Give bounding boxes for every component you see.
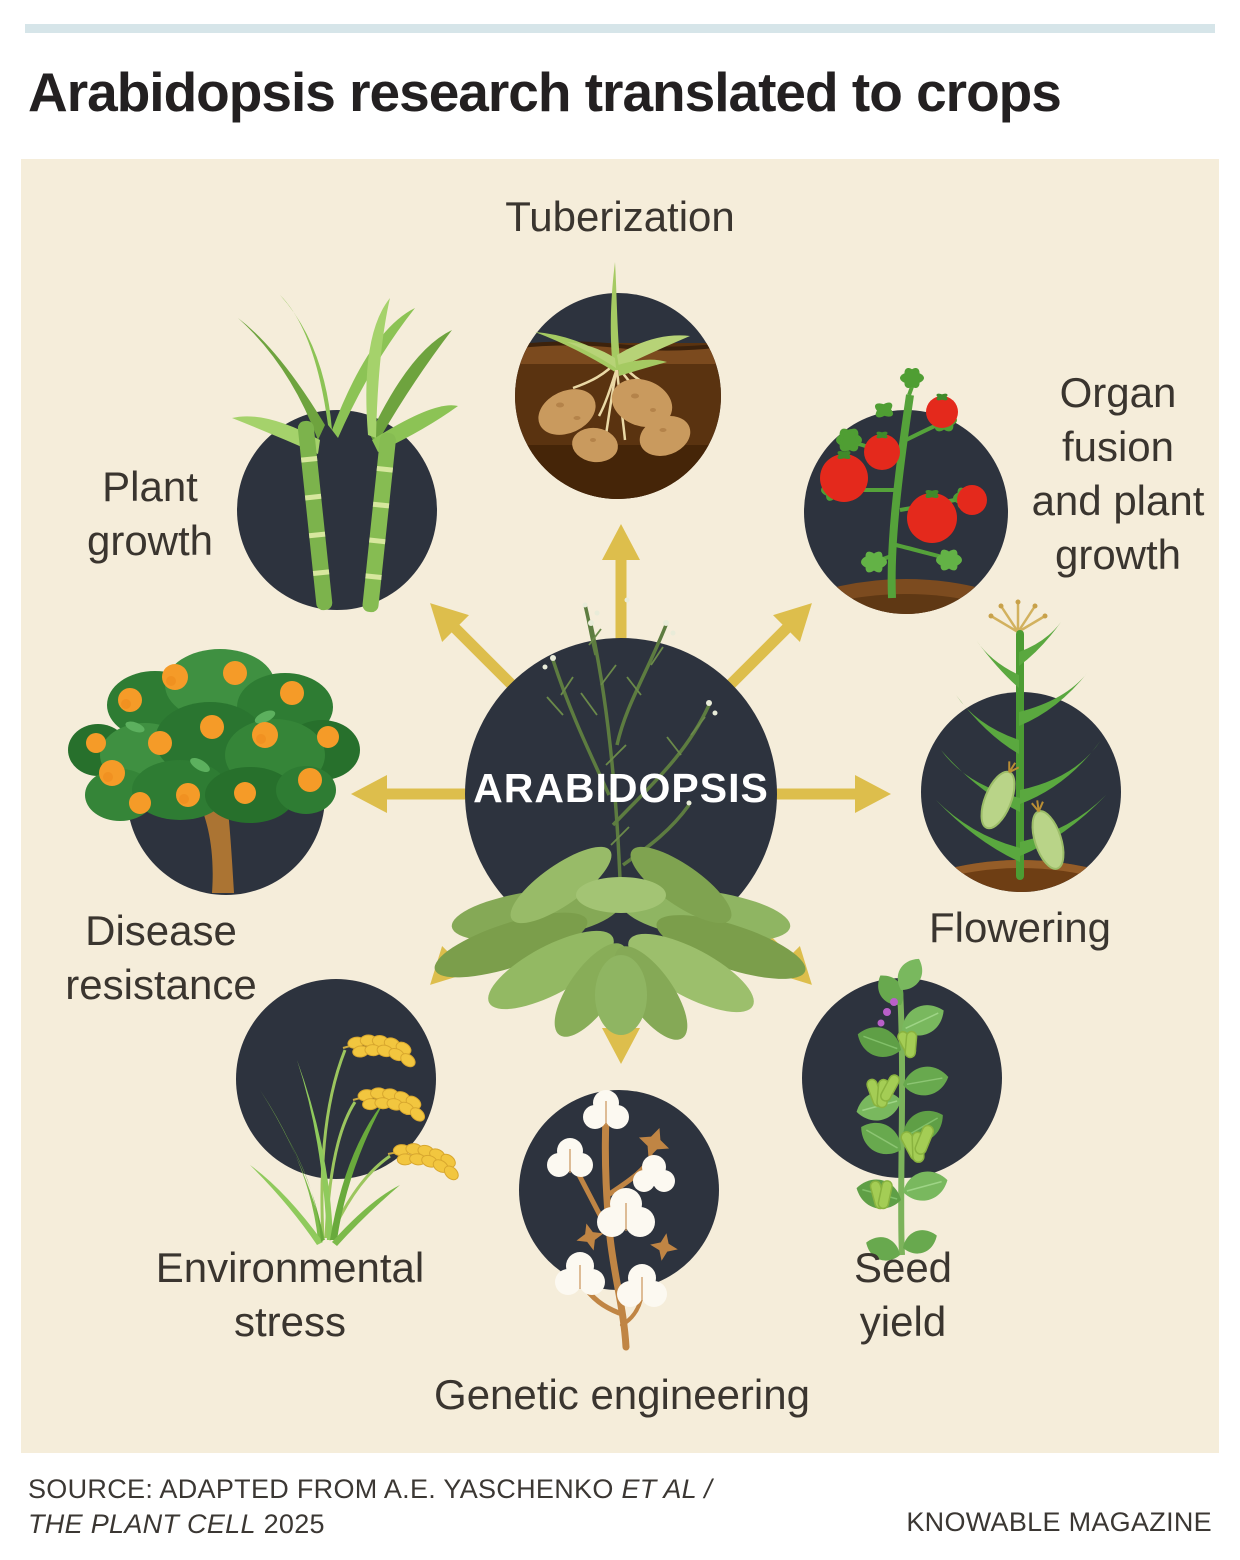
rice-plant-icon <box>250 1029 467 1246</box>
label-flowering: Flowering <box>928 904 1112 951</box>
plant-growth-circle <box>237 410 437 610</box>
potato-plant-icon <box>515 262 721 499</box>
label-environmental-stress: Environmental stress <box>155 1244 425 1345</box>
center-label: ARABIDOPSIS <box>473 765 769 811</box>
label-plant-growth: Plant growth <box>86 463 214 564</box>
source-attribution: SOURCE: ADAPTED FROM A.E. YASCHENKO ET A… <box>28 1472 712 1542</box>
publisher-credit: KNOWABLE MAGAZINE <box>906 1507 1212 1537</box>
arabidopsis-plant-icon <box>434 597 806 1040</box>
orange-tree-icon <box>68 649 360 893</box>
soybean-plant-icon <box>856 958 949 1261</box>
top-accent-bar <box>25 24 1215 33</box>
corn-plant-icon <box>936 599 1106 892</box>
page-title: Arabidopsis research translated to crops <box>28 61 1062 123</box>
cotton-bract-icon <box>576 1127 678 1261</box>
source-line-2: THE PLANT CELL 2025 <box>28 1509 325 1539</box>
label-organ-fusion: Organ fusion and plant growth <box>1031 369 1205 578</box>
label-genetic-engineering: Genetic engineering <box>434 1371 810 1418</box>
source-line-1: SOURCE: ADAPTED FROM A.E. YASCHENKO ET A… <box>28 1474 713 1504</box>
tomato-plant-icon <box>820 368 988 614</box>
label-disease-resistance: Disease resistance <box>65 907 257 1008</box>
sugarcane-plant-icon <box>232 295 458 613</box>
cotton-plant-icon <box>547 1090 678 1351</box>
label-seed-yield: Seed yield <box>853 1244 953 1345</box>
label-tuberization: Tuberization <box>505 193 735 240</box>
